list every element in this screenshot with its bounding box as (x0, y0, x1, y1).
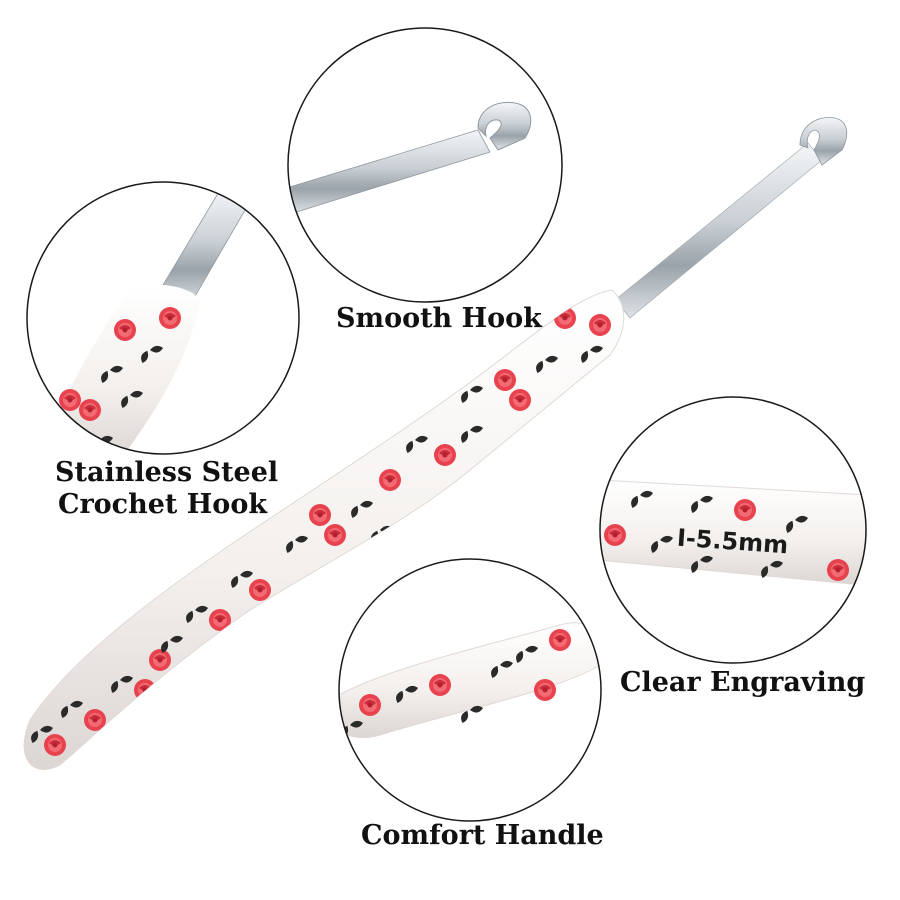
smooth-hook-label: Smooth Hook (336, 303, 542, 334)
stainless-steel-line1: Stainless Steel (55, 457, 279, 488)
clear-engraving-label: Clear Engraving (620, 667, 866, 698)
stainless-steel-label: Stainless Steel Crochet Hook (55, 457, 279, 521)
main-hook-shaft (614, 117, 848, 319)
main-hook-handle (23, 289, 625, 770)
comfort-handle-label: Comfort Handle (361, 820, 604, 851)
stainless-steel-closeup (26, 181, 300, 455)
comfort-handle-closeup (338, 558, 602, 822)
clear-engraving-closeup: I-5.5mm (599, 396, 867, 664)
stainless-steel-line2: Crochet Hook (57, 489, 268, 520)
smooth-hook-closeup (287, 27, 563, 303)
